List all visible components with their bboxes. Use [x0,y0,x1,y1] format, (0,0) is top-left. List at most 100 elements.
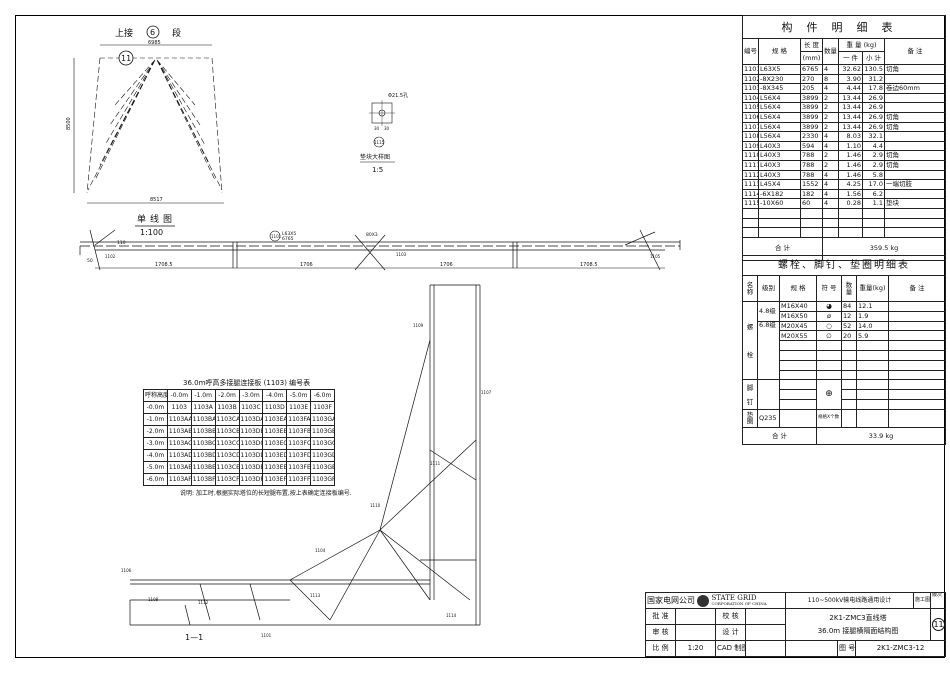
parts-cell: 13.44 [838,121,863,133]
bolt-qty: 84 [841,301,857,312]
parts-cell: 4.25 [838,179,863,190]
h-name: 名称 [742,275,758,302]
parts-cell: 3899 [800,121,823,133]
parts-cell: 1113 [742,179,759,190]
pad-part: 1115 [374,140,385,145]
parts-cell: L40X3 [758,159,801,171]
parts-cell: L40X3 [758,169,801,181]
parts-cell: 切角 [883,121,947,133]
parts-cell: 2 [822,150,839,161]
h-spec: 规 格 [758,38,801,65]
parts-cell: 26.9 [862,92,885,104]
bolt-name: 螺栓 [742,300,758,381]
parts-cell: 切角 [883,159,947,171]
bolt-spec: M20X45 [779,320,817,332]
bolt-qty: 52 [841,320,857,332]
part-tag: 1113 [310,593,321,598]
parts-cell: 60 [800,198,823,209]
top-label: 上接 [115,27,133,39]
conn-cell: 1103DE [238,461,264,474]
bolt-symbol-icon: ◕ [816,301,842,312]
top-label-end: 段 [172,27,181,39]
conn-cell: -1.0m [143,413,168,426]
bolt-qty: 12 [841,310,857,322]
structural-drawing: 上接 6 段 6985 11 8500 8517 单线图 1:100 Φ21.5… [66,25,681,642]
parts-row: 1110L40X378821.462.9切角 [742,150,947,161]
parts-cell: -8X230 [758,73,801,85]
bolt-spec: M16X40 [779,301,817,312]
conn-cell: 1103AC [166,437,192,450]
header-cell: -5.0m [286,389,312,402]
step-name-2: 钉 [746,397,754,406]
parts-cell: 1104 [742,92,759,104]
part-tag: 1112 [198,600,209,605]
conn-note: 说明: 加工时,根据实际塔位的长短腿布置,按上表确定连接板编号. [180,490,352,497]
conn-cell: 1103AB [166,425,192,438]
parts-cell: 788 [800,169,823,181]
conn-cell: 1103BF [190,473,216,486]
review-label: 审 核 [645,624,676,641]
conn-cell: 1103GE [310,461,335,474]
bolt-weight: 5.9 [856,330,889,342]
conn-cell: 1103DD [238,449,264,462]
part-tag: 1103 [396,252,407,257]
parts-cell: 13.44 [838,102,863,113]
parts-cell: 1105 [742,102,759,113]
conn-cell: -6.0m [143,473,168,486]
conn-cell: 1103CD [214,449,240,462]
parts-cell: 1.10 [838,140,863,152]
header-cell: -1.0m [190,389,216,402]
parts-cell: 2 [822,102,839,113]
parts-cell: 4.44 [838,83,863,94]
parts-cell: 切角 [883,111,947,123]
parts-cell: 270 [800,73,823,85]
step-name-1: 脚 [746,383,754,392]
beam-spec: L63X5 [282,231,296,237]
parts-cell: L56X4 [758,92,801,104]
parts-cell: 1111 [742,159,759,171]
bolt-name-2: 栓 [746,350,754,359]
part-tag: 1107 [481,390,492,395]
conn-cell: 1103CB [214,425,240,438]
parts-cell: 1102 [742,73,759,85]
parts-cell: 31.2 [862,73,885,85]
seg-no: 11 [121,54,131,63]
conn-cell: 1103 [166,401,192,414]
conn-cell: 1103BD [190,449,216,462]
conn-cell: 1103B [214,401,240,414]
beam-dim: 1706 [440,262,453,268]
conn-title-text: 36.0m呼高多接腿连接板 [183,379,262,387]
beam-dim: 1708.5 [155,262,173,268]
parts-cell: 594 [800,140,823,152]
parts-cell: 3899 [800,111,823,123]
parts-cell: 1107 [742,121,759,133]
conn-cell: 1103DA [238,413,264,426]
conn-cell: 1103EC [262,437,288,450]
parts-cell: L40X3 [758,140,801,152]
parts-cell: 1101 [742,64,759,75]
parts-cell: 2.9 [862,159,885,171]
conn-title-end: 编号表 [289,379,311,387]
dim-bottom: 8517 [150,197,163,203]
parts-cell: 2330 [800,131,823,142]
conn-cell: 1103CF [214,473,240,486]
conn-cell: 1103FF [286,473,312,486]
h-qty: 数量 [822,38,839,65]
conn-cell: 1103EB [262,425,288,438]
bolt-total: 33.9 kg [815,426,947,445]
parts-cell: 卷边60mm [883,83,947,94]
conn-cell: 1103BA [190,413,216,426]
conn-cell: 1103EF [262,473,288,486]
conn-title-part: 1103 [266,379,285,387]
parts-cell: 1103 [742,83,759,94]
parts-cell: 182 [800,188,823,200]
part-tag: 1106 [121,568,132,573]
h-note: 备 注 [883,38,947,65]
h-unit: 一 件 [838,51,863,65]
